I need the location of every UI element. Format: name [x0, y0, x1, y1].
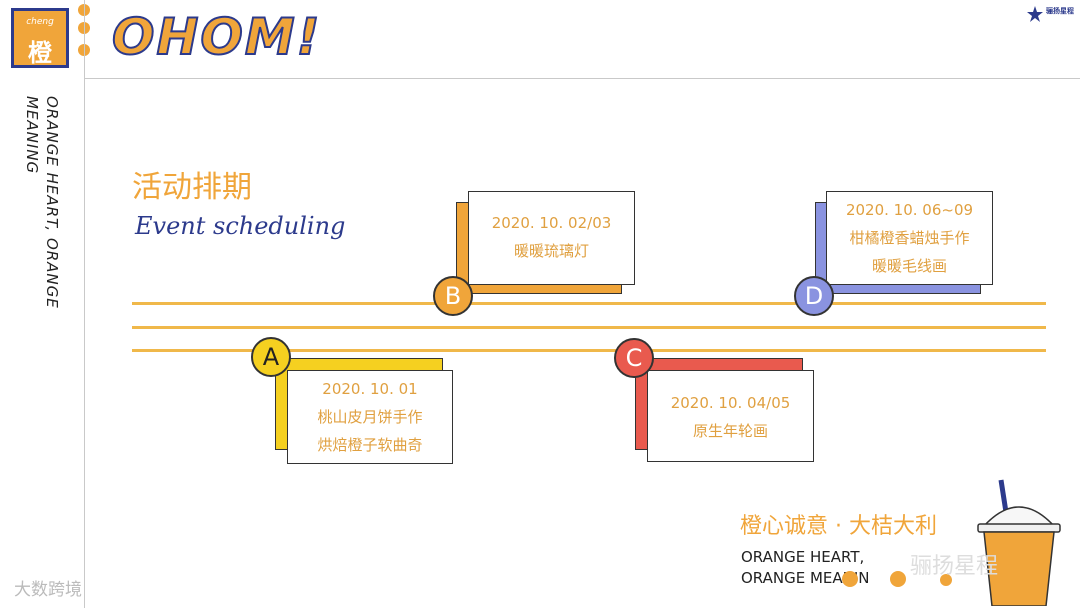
- event-date: 2020. 10. 04/05: [648, 389, 813, 417]
- event-date: 2020. 10. 01: [288, 375, 452, 403]
- event-date: 2020. 10. 02/03: [469, 209, 634, 237]
- event-card: 2020. 10. 01 桃山皮月饼手作 烘焙橙子软曲奇: [287, 370, 453, 464]
- event-card: 2020. 10. 02/03 暖暖琉璃灯: [468, 191, 635, 285]
- timeline-line: [132, 302, 1046, 305]
- event-card: 2020. 10. 06~09 柑橘橙香蜡烛手作 暖暖毛线画: [826, 191, 993, 285]
- divider-horizontal: [84, 78, 1080, 79]
- brand-title: OHOM!: [112, 8, 321, 66]
- divider-vertical: [84, 0, 85, 608]
- logo-char: 橙: [14, 33, 66, 68]
- event-marker: C: [614, 338, 654, 378]
- event-marker: A: [251, 337, 291, 377]
- decor-dot: [842, 571, 858, 587]
- event-card: 2020. 10. 04/05 原生年轮画: [647, 370, 814, 462]
- event-activity: 柑橘橙香蜡烛手作: [827, 224, 992, 252]
- event-activity: 烘焙橙子软曲奇: [288, 431, 452, 459]
- slogan-cn: 橙心诚意 · 大桔大利: [740, 508, 937, 540]
- event-activity: 原生年轮画: [648, 417, 813, 445]
- side-slogan: ORANGE HEART, ORANGE MEANING: [22, 96, 62, 356]
- event-activity: 暖暖琉璃灯: [469, 237, 634, 265]
- event-activity: 暖暖毛线画: [827, 252, 992, 280]
- event-date: 2020. 10. 06~09: [827, 196, 992, 224]
- section-title-en: Event scheduling: [135, 212, 345, 240]
- watermark-left: 大数跨境: [14, 575, 82, 600]
- timeline-line: [132, 326, 1046, 329]
- event-activity: 桃山皮月饼手作: [288, 403, 452, 431]
- section-title-cn: 活动排期: [132, 162, 252, 206]
- event-marker: B: [433, 276, 473, 316]
- slogan-en-line1: ORANGE HEART,: [741, 548, 864, 566]
- bubble-tea-cup-icon: [974, 478, 1064, 606]
- logo-small-text: cheng: [14, 17, 66, 27]
- brand-logo: cheng 橙: [11, 8, 69, 68]
- decor-dot: [890, 571, 906, 587]
- event-marker: D: [794, 276, 834, 316]
- watermark-right: 骊扬星程: [910, 548, 998, 580]
- corner-logo-text: 骊扬星程: [1046, 6, 1074, 16]
